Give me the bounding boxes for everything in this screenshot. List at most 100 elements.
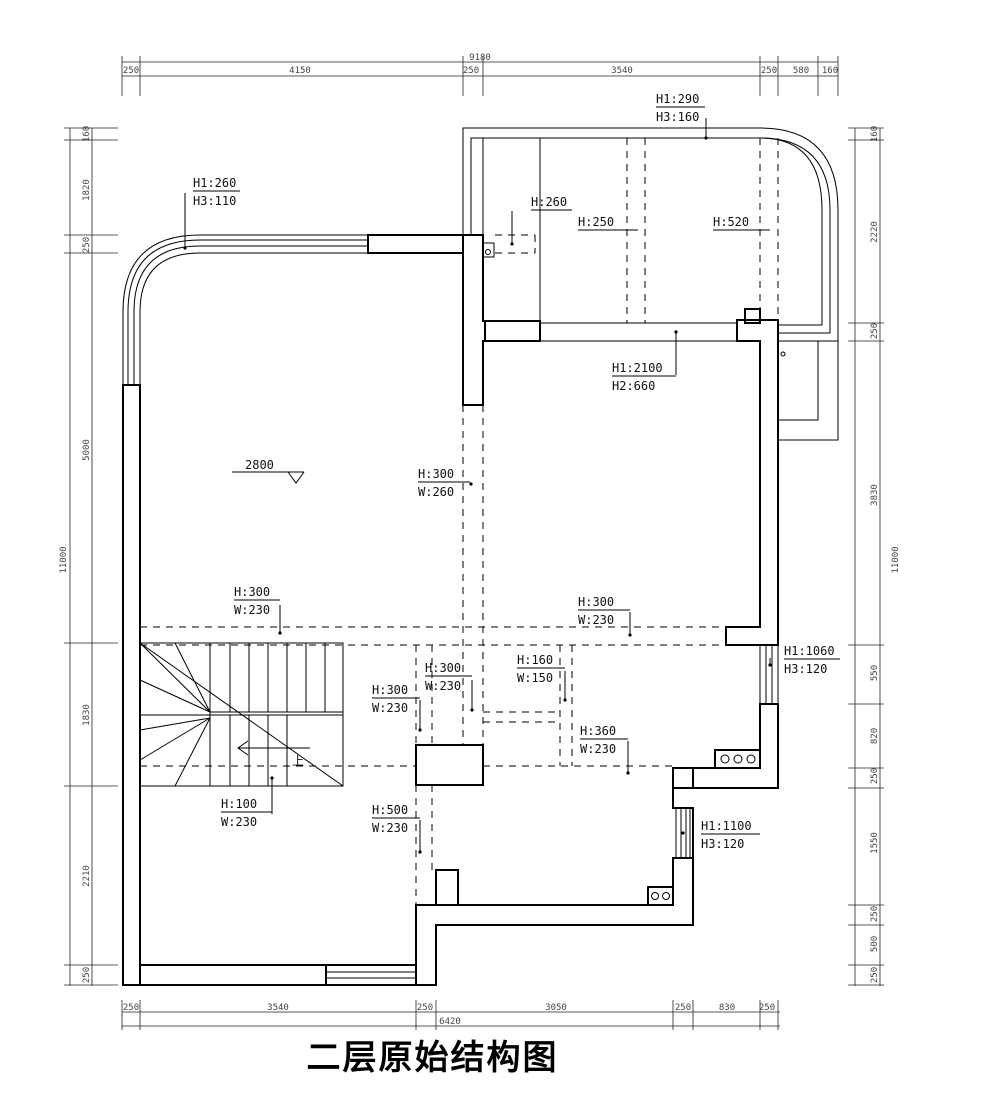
top-dim-3: 250 (463, 66, 479, 76)
label-win-nw-line1: H1:260 (193, 176, 236, 190)
top-dim-7: 160 (822, 66, 838, 76)
wall-east-lower (673, 703, 779, 789)
label-beam-h250-line1: H:250 (578, 215, 614, 229)
label-win-e1-line2: H3:120 (784, 662, 827, 676)
left-dim-7: 250 (82, 967, 92, 983)
label-beam-right-line2: W:230 (578, 613, 614, 627)
pipe-shaft-lower (647, 886, 674, 906)
label-door-main-line1: H1:2100 (612, 361, 663, 375)
left-dim-6: 2210 (82, 865, 92, 887)
label-win-ne-line1: H1:290 (656, 92, 699, 106)
balcony-post (744, 308, 761, 324)
pipe-shaft-upper (714, 749, 761, 769)
wall-south-left (123, 964, 327, 986)
wall-east-upper (725, 319, 779, 646)
right-dim-11: 250 (870, 967, 880, 983)
bottom-dim-2: 3540 (267, 1003, 289, 1013)
right-dim-6: 820 (870, 728, 880, 744)
label-beam-360-line1: H:360 (580, 724, 616, 738)
top-dim-4: 3540 (611, 66, 633, 76)
label-beam-mid1-line1: H:300 (425, 661, 461, 675)
bottom-dimension-chain: 250 3540 250 3050 250 830 250 6420 (121, 1000, 780, 1030)
balcony-drain (482, 242, 495, 258)
right-dim-5: 550 (870, 665, 880, 681)
staircase: 上 (139, 642, 344, 787)
bottom-dim-7: 250 (759, 1003, 775, 1013)
bottom-dim-4: 3050 (545, 1003, 567, 1013)
label-win-e2-line2: H3:120 (701, 837, 744, 851)
label-beam-500-line2: W:230 (372, 821, 408, 835)
label-win-nw-line2: H3:110 (193, 194, 236, 208)
column-small (435, 869, 459, 906)
right-dim-8: 1550 (870, 832, 880, 854)
bottom-dim-3: 250 (417, 1003, 433, 1013)
level-label: 2800 (245, 458, 274, 472)
left-dimension-chain: 11000 160 1820 250 5000 1830 2210 250 (59, 126, 118, 986)
label-beam-h520: H:520 (713, 215, 770, 231)
right-dimension-chain: 160 2220 250 3830 550 820 250 1550 250 5… (848, 126, 901, 986)
label-beam-160-line2: W:150 (517, 671, 553, 685)
wall-west (122, 384, 141, 986)
top-dim-6: 580 (793, 66, 809, 76)
wall-central-column (462, 234, 486, 406)
label-beam-mid2-line1: H:300 (372, 683, 408, 697)
right-dim-4: 3830 (870, 484, 880, 506)
top-dimension-chain: 9180 250 4150 250 3540 250 580 160 (121, 53, 839, 96)
label-win-e1-line1: H1:1060 (784, 644, 835, 658)
label-beam-center-line2: W:260 (418, 485, 454, 499)
label-win-e2-line1: H1:1100 (701, 819, 752, 833)
east-projection-inner (778, 340, 819, 421)
label-beam-mid2-line2: W:230 (372, 701, 408, 715)
window-south (325, 964, 417, 986)
label-beam-100-line2: W:230 (221, 815, 257, 829)
stair-direction-label: 上 (292, 754, 304, 768)
right-dim-9: 250 (870, 906, 880, 922)
left-dim-3: 250 (82, 237, 92, 253)
balcony-outline-outer (462, 127, 839, 342)
left-dim-1: 160 (82, 126, 92, 142)
label-beam-h250: H:250 (578, 215, 638, 231)
wall-nw-segment (367, 234, 464, 254)
drawing-title: 二层原始结构图 (306, 1038, 559, 1078)
window-east-1 (759, 644, 779, 705)
wall-north-stub (484, 320, 541, 342)
east-projection-outer (778, 340, 839, 441)
label-beam-500-line1: H:500 (372, 803, 408, 817)
right-dim-10: 500 (870, 936, 880, 952)
level-marker: 2800 (232, 458, 305, 484)
right-dim-1: 160 (870, 126, 880, 142)
label-door-main-line2: H2:660 (612, 379, 655, 393)
label-beam-right-line1: H:300 (578, 595, 614, 609)
label-beam-left-line1: H:300 (234, 585, 270, 599)
left-dim-5: 1830 (82, 704, 92, 726)
label-beam-100-line1: H:100 (221, 797, 257, 811)
right-dim-7: 250 (870, 768, 880, 784)
bottom-total-dim: 6420 (439, 1017, 461, 1027)
label-beam-left-line2: W:230 (234, 603, 270, 617)
label-beam-h260-line1: H:260 (531, 195, 567, 209)
label-beam-center-line1: H:300 (418, 467, 454, 481)
left-dim-2: 1820 (82, 179, 92, 201)
label-beam-mid1-line2: W:230 (425, 679, 461, 693)
top-dim-2: 4150 (289, 66, 311, 76)
label-beam-160-line1: H:160 (517, 653, 553, 667)
stair-arrow-head (237, 740, 249, 756)
bottom-dim-6: 830 (719, 1003, 735, 1013)
right-dim-2: 2220 (870, 221, 880, 243)
top-total-dim: 9180 (469, 53, 491, 63)
bottom-dim-5: 250 (675, 1003, 691, 1013)
